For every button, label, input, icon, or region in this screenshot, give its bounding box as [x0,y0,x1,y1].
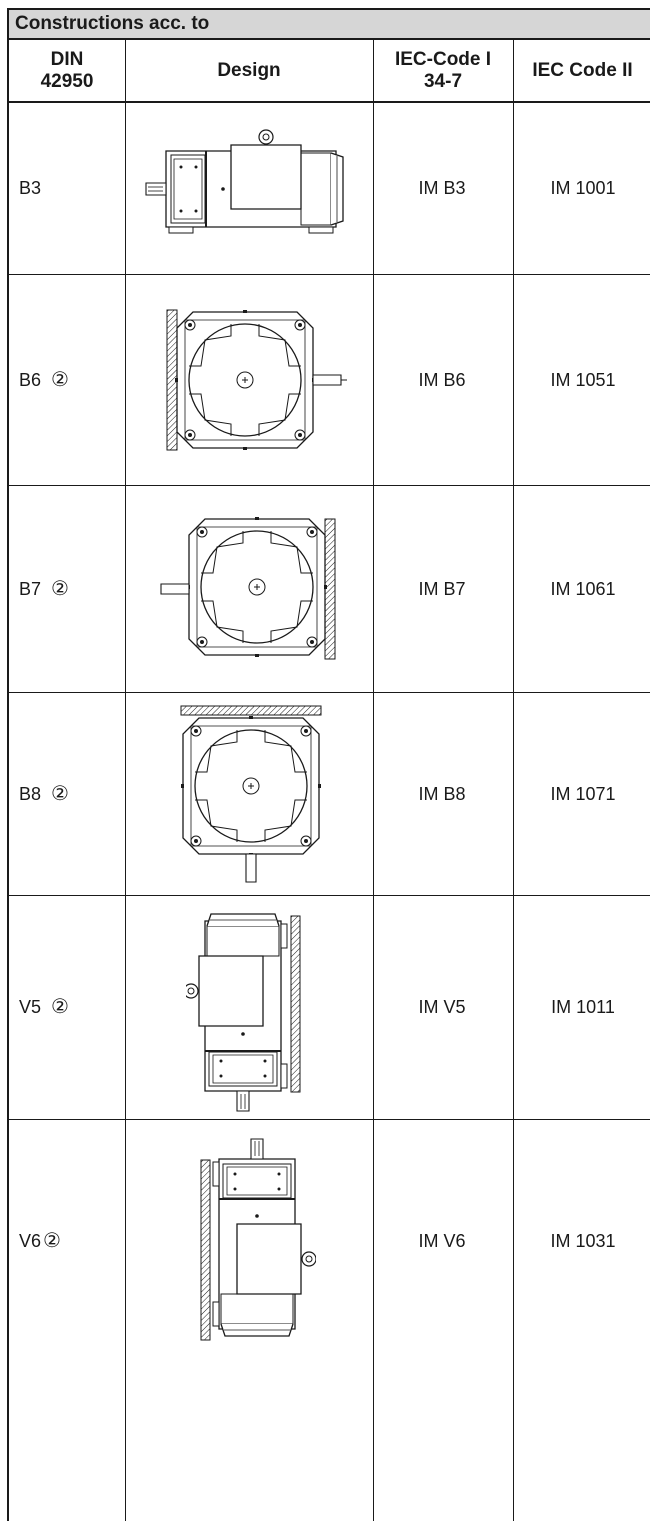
footnote-marker: ② [51,996,69,1018]
header-design: Design [125,40,373,103]
table-row: V6 ② IM V6 IM 1031 [9,1120,650,1523]
iec1-cell: IM V6 [418,1231,466,1251]
motor-foot-mounted-side-view-icon [145,128,344,234]
iec2-cell: IM 1071 [550,783,616,804]
iec1-cell: IM B6 [418,369,466,390]
motor-wall-mounted-shaft-left-icon [151,516,351,674]
din-cell: V6 ② [19,1230,61,1252]
iec1-cell: IM B8 [418,783,466,804]
din-cell: B6 ② [19,368,69,391]
motor-ceiling-mounted-shaft-down-icon [180,699,322,889]
table-row: B6 ② IM B6 IM 1051 [9,275,650,486]
design-cell [132,103,370,274]
header-iec2: IEC Code II [513,40,650,103]
din-cell: B8 ② [19,782,69,805]
iec2-cell: IM 1031 [550,1231,616,1251]
design-cell [132,693,370,895]
iec2-cell: IM 1061 [550,578,616,599]
iec2-cell: IM 1051 [550,369,616,390]
iec1-cell: IM B3 [418,178,466,198]
table-row: B7 ② IM B7 IM 1061 [9,486,650,693]
design-cell [132,896,370,1119]
header-din: DIN 42950 [9,40,125,103]
construction-table: Constructions acc. to DIN 42950 Design I… [7,8,650,1521]
design-cell [132,486,370,692]
table-row: B3 IM B3 IM 1001 [9,103,650,275]
footnote-marker: ② [51,577,69,600]
footnote-marker: ② [51,782,69,805]
design-cell [132,1120,370,1363]
column-divider [373,40,374,1521]
table-row: B8 ② IM B8 IM 1071 [9,693,650,896]
iec1-cell: IM V5 [418,997,466,1017]
table-title: Constructions acc. to [9,10,650,40]
motor-vertical-shaft-up-icon [186,1137,316,1352]
footnote-marker: ② [51,368,69,391]
column-divider [125,40,126,1521]
table-row: V5 ② IM V5 IM 1011 [9,896,650,1120]
column-divider [513,40,514,1521]
iec2-cell: IM 1011 [551,997,615,1017]
header-iec1: IEC-Code I 34-7 [373,40,513,103]
iec2-cell: IM 1001 [550,178,616,198]
iec1-cell: IM B7 [418,578,466,599]
design-cell [132,275,370,485]
motor-vertical-shaft-down-icon [186,912,316,1112]
footnote-marker: ② [43,1230,61,1252]
din-cell: V5 ② [19,996,69,1018]
din-cell: B3 [19,178,42,198]
din-cell: B7 ② [19,577,69,600]
motor-wall-mounted-shaft-right-icon [151,309,351,451]
